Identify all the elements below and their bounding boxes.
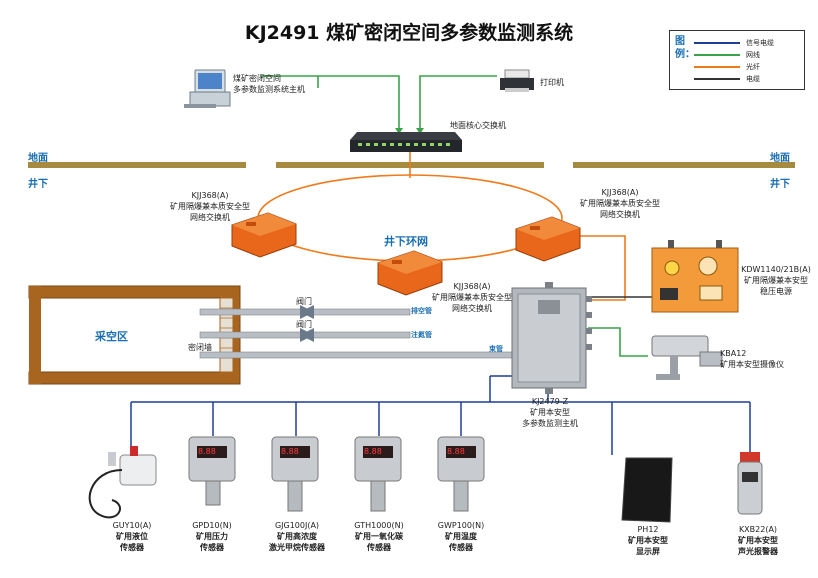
page-title: KJ2491 煤矿密闭空间多参数监测系统 [244,22,574,44]
sensor-label-pressure: GPD10(N)矿用压力 传感器 [192,521,232,552]
switch-box-2 [377,250,443,296]
legend: 图例： 信号电缆 网线 光纤 电缆 [669,30,805,90]
sensor-label-temp: GWP100(N)矿用温度 传感器 [437,521,485,552]
network-lines [260,75,648,357]
legend-item-network: 网线 [694,50,760,60]
signal-bus [130,375,751,455]
display-screen-icon [621,457,673,523]
sensor-label-methane: GJG100J(A)矿用高浓度 激光甲烷传感器 [269,521,325,552]
host-computer-icon [184,69,231,108]
pipes [199,308,513,359]
label-surface-left: 地面 [28,153,48,164]
liquid-level-sensor-icon [88,446,157,519]
printer-label: 打印机 [540,78,564,87]
main-unit-icon [511,282,592,394]
temperature-sensor-icon [437,436,485,512]
co-sensor-icon [354,436,402,512]
valve-shapes [300,305,314,342]
printer-icon [500,69,534,92]
core-switch-icon [350,132,462,152]
ground-bar-right [573,162,795,168]
legend-item-fibre: 光纤 [694,62,760,72]
label-surface-right: 地面 [770,153,790,164]
host-label: 煤矿密闭空间 多参数监测系统主机 [233,74,305,94]
methane-display: 8.88 [281,447,299,456]
label-underground-right: 井下 [770,179,790,190]
co-display: 8.88 [364,447,382,456]
sensor-label-liquid: GUY10(A)矿用液位 传感器 [112,521,152,552]
methane-sensor-icon [271,436,319,512]
core-switch-label: 地面核心交换机 [450,121,506,130]
switch-2-label: KJJ368(A)矿用隔爆兼本质安全型 网络交换机 [432,282,512,313]
seal-wall-label: 密闭墙 [188,343,212,352]
switch-3-label: KJJ368(A)矿用隔爆兼本质安全型 网络交换机 [580,188,660,219]
alarm-label: KXB22(A)矿用本安型 声光报警器 [738,525,778,556]
label-underground-left: 井下 [28,179,48,190]
alarm-icon [737,452,763,515]
power-supply-icon [651,240,739,313]
switch-box-3 [515,216,581,262]
camera-icon [651,335,723,380]
sensor-label-co: GTH1000(N)矿用一氧化碳 传感器 [354,521,404,552]
arrow-2 [416,128,424,134]
valve-1-label: 阀门 [296,297,312,306]
legend-title: 图例： [675,36,695,60]
pressure-display: 8.88 [198,447,216,456]
goaf-area-label: 采空区 [95,330,128,343]
temp-display: 8.88 [447,447,465,456]
switch-box-1 [231,212,297,258]
valve-2-label: 阀门 [296,320,312,329]
ring-net-label: 井下环网 [384,235,428,248]
pipe-nitrogen-label: 注氮管 [411,331,432,339]
arrow-1 [395,128,403,134]
pipe-bundle-label: 束管 [489,345,503,353]
switch-1-label: KJJ368(A)矿用隔爆兼本质安全型 网络交换机 [170,191,250,222]
power-label: KDW1140/21B(A)矿用隔爆兼本安型 稳压电源 [741,265,811,296]
legend-item-power: 电缆 [694,74,760,84]
pressure-sensor-icon [188,436,236,506]
legend-item-signal: 信号电缆 [694,38,774,48]
pipe-exhaust-label: 排空管 [411,307,432,315]
ground-bar-left [28,162,246,168]
